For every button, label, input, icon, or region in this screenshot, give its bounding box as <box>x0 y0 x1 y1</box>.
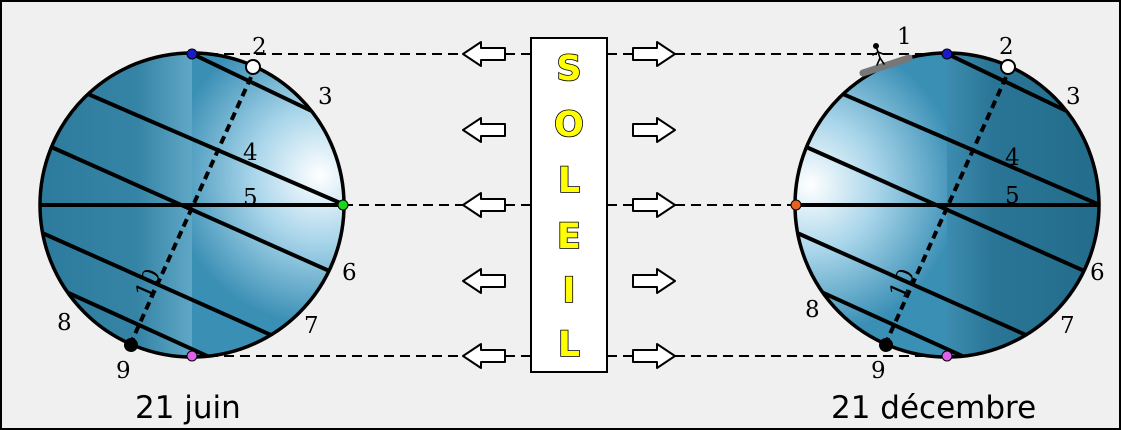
label-3-june: 3 <box>318 84 333 110</box>
arrow-right-3 <box>632 192 676 218</box>
arrow-left-2 <box>462 117 506 143</box>
arrow-right-2 <box>632 117 676 143</box>
label-5-june: 5 <box>243 185 258 211</box>
arrow-left-4 <box>462 268 506 294</box>
equator-dot-december <box>790 199 802 211</box>
arrow-left-3 <box>462 192 506 218</box>
label-8-june: 8 <box>57 310 72 336</box>
label-5-december: 5 <box>1005 183 1020 209</box>
sun-letter-l2: L <box>558 325 580 365</box>
sun-letter-s: S <box>556 49 581 89</box>
south-dot-june <box>186 350 198 362</box>
pole-dot-june <box>186 48 198 60</box>
arrow-right-1 <box>632 41 676 67</box>
observer-platform <box>859 54 913 77</box>
label-8-december: 8 <box>805 297 820 323</box>
globe-december: 1 2 3 4 5 6 7 8 9 10 21 décembre <box>790 24 1105 426</box>
north-pole-marker-june <box>245 59 261 75</box>
south-pole-marker-december <box>879 338 893 352</box>
label-2-june: 2 <box>252 34 267 60</box>
pole-dot-december <box>941 48 953 60</box>
sun-letter-l: L <box>558 161 580 201</box>
arrow-right-5 <box>632 343 676 369</box>
label-9-june: 9 <box>116 358 131 384</box>
sun-letter-e: E <box>557 217 581 257</box>
sun-letter-o: O <box>554 105 584 145</box>
arrow-left-1 <box>462 41 506 67</box>
caption-december: 21 décembre <box>831 390 1036 426</box>
label-2-december: 2 <box>999 34 1014 60</box>
label-4-june: 4 <box>243 140 258 166</box>
sun-arrows <box>462 41 676 369</box>
caption-june: 21 juin <box>135 390 241 426</box>
arrow-right-4 <box>632 268 676 294</box>
sun-letter-i: I <box>562 271 575 311</box>
label-1-december: 1 <box>897 24 912 50</box>
person-icon <box>872 42 885 66</box>
label-3-december: 3 <box>1066 84 1081 110</box>
label-6-december: 6 <box>1090 260 1105 286</box>
south-pole-marker-june <box>124 338 138 352</box>
label-7-june: 7 <box>304 313 319 339</box>
sun-ray-lines <box>192 53 947 357</box>
north-pole-marker-december <box>1000 59 1016 75</box>
label-4-december: 4 <box>1005 145 1020 171</box>
label-9-december: 9 <box>871 358 886 384</box>
south-dot-december <box>941 350 953 362</box>
label-6-june: 6 <box>342 260 357 286</box>
equator-dot-june <box>337 199 349 211</box>
arrow-left-5 <box>462 343 506 369</box>
sun-label-box: S O L E I L <box>530 37 608 373</box>
label-7-december: 7 <box>1060 313 1075 339</box>
